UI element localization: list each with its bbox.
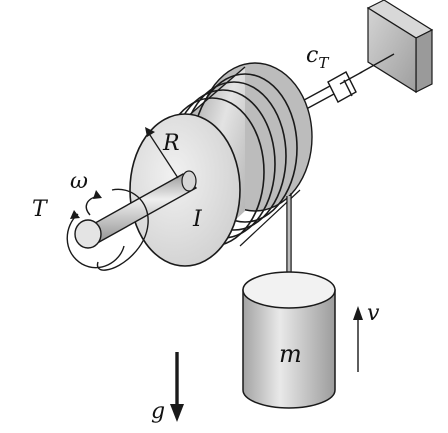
omega-label: ω <box>70 169 88 194</box>
radius-indicator <box>145 127 179 179</box>
velocity-arrow <box>353 306 363 372</box>
wall-block <box>366 0 434 94</box>
torque-arrow <box>66 210 125 269</box>
mass-cylinder <box>242 271 336 409</box>
mass-label: m <box>279 340 302 368</box>
velocity-label: v <box>367 301 380 326</box>
inertia-label: I <box>192 207 203 232</box>
rotational-damper <box>327 71 363 103</box>
torque-label: T <box>32 197 49 222</box>
front-shaft <box>74 170 198 249</box>
omega-arrow <box>85 188 149 271</box>
gravity-arrow <box>170 352 184 422</box>
drum <box>129 62 313 267</box>
gravity-label: g <box>151 399 165 424</box>
radius-label: R <box>162 131 180 156</box>
damper-label: cT <box>306 43 329 72</box>
